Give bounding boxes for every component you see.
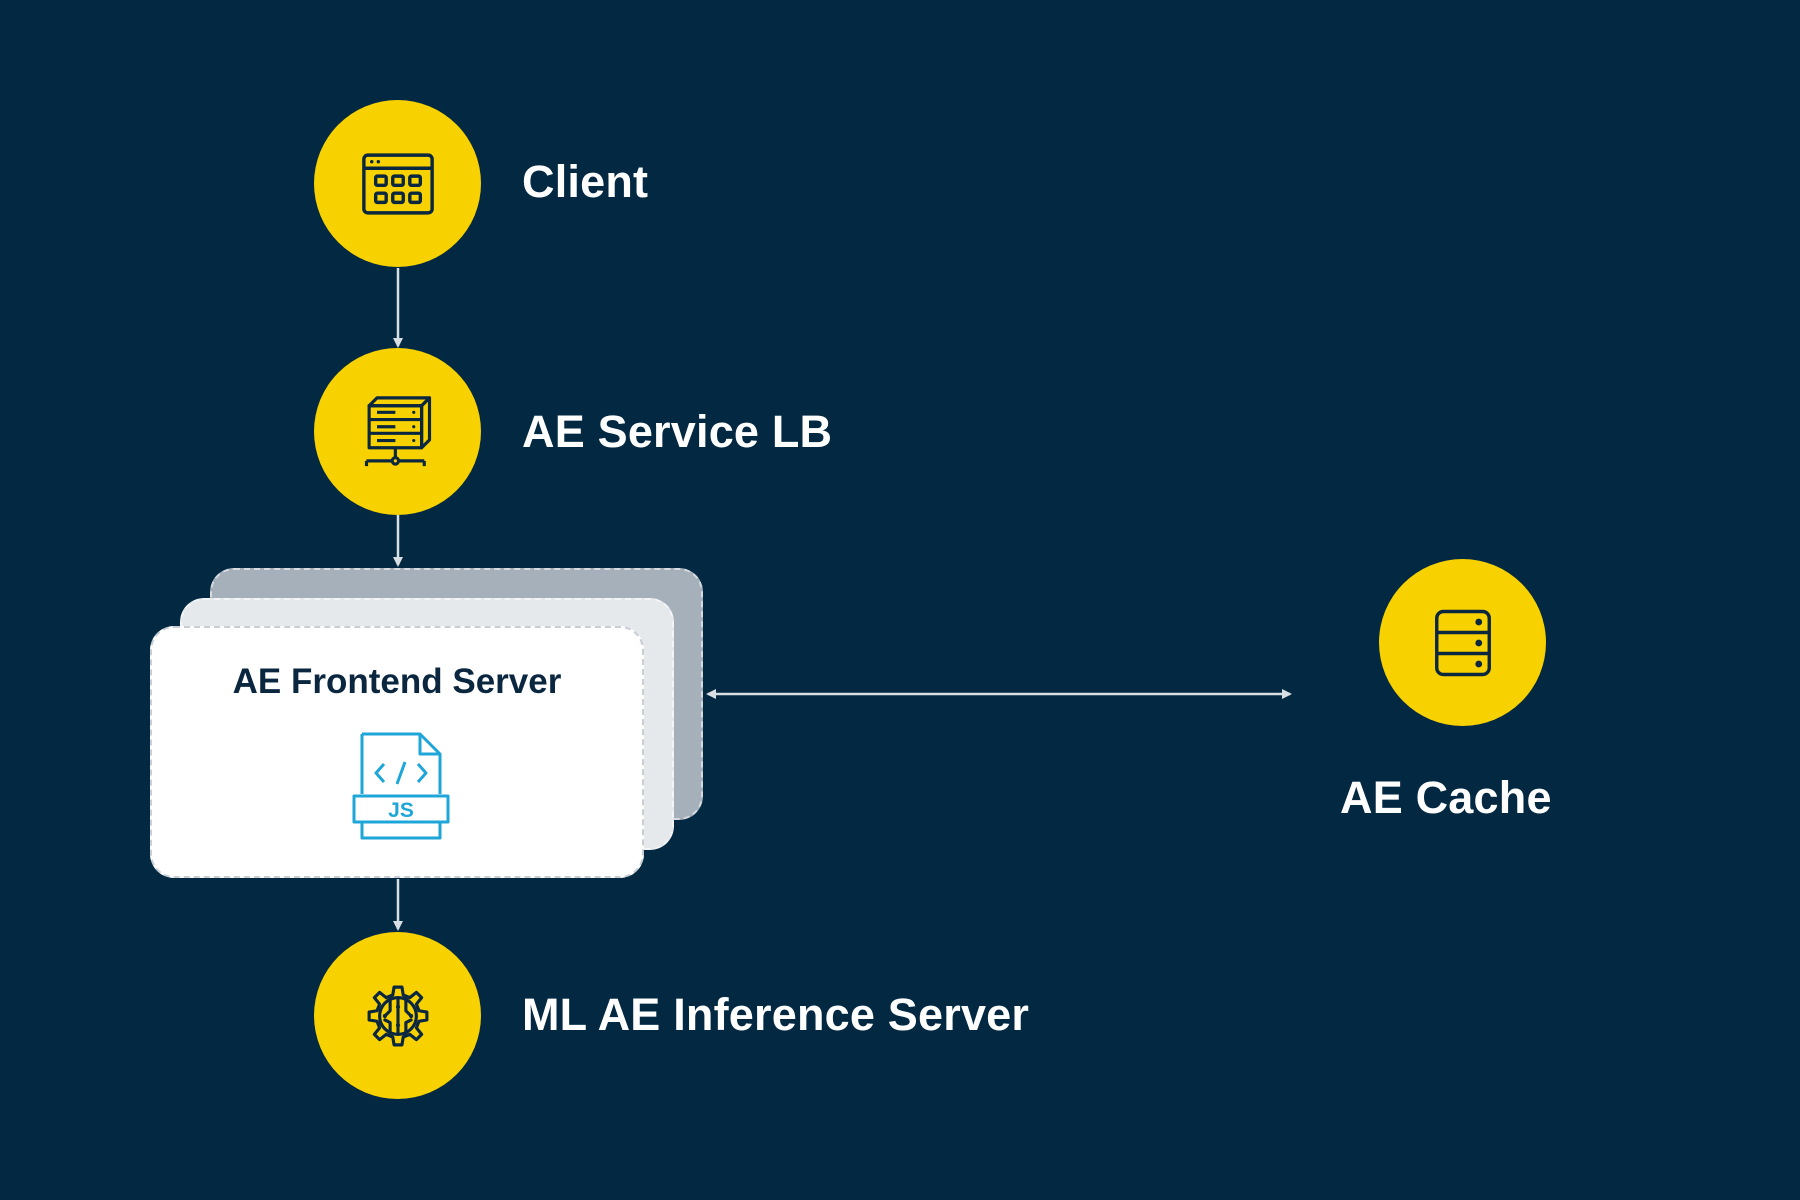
ai-chip-gear-icon — [367, 985, 428, 1046]
cache-node — [1379, 559, 1546, 726]
js-file-icon: JS — [352, 732, 450, 840]
service-lb-node — [314, 348, 481, 515]
browser-window-icon — [361, 152, 434, 215]
inference-node — [314, 932, 481, 1099]
server-network-icon — [364, 395, 431, 466]
service-lb-label: AE Service LB — [522, 406, 833, 457]
client-node — [314, 100, 481, 267]
inference-label: ML AE Inference Server — [522, 989, 1030, 1040]
client-label: Client — [522, 156, 649, 207]
database-server-icon — [1434, 609, 1491, 676]
js-icon-text: JS — [388, 799, 414, 822]
frontend-server-card: AE Frontend Server JS — [150, 626, 644, 878]
cache-label: AE Cache — [1340, 772, 1552, 823]
frontend-server-title: AE Frontend Server — [232, 662, 562, 701]
